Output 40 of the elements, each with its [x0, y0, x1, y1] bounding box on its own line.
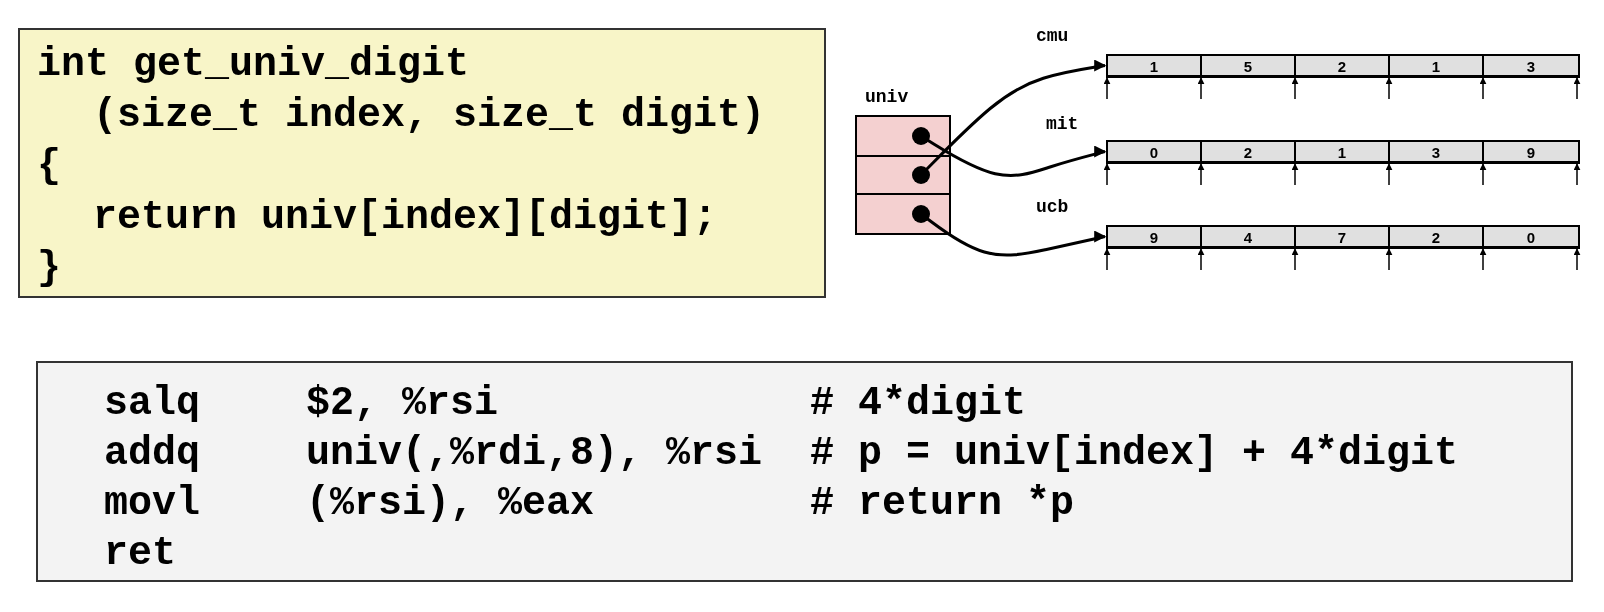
code-comment: # 4*digit [810, 381, 1027, 427]
instruction-mnemonic: addq [104, 431, 200, 477]
array-value: 1 [1337, 144, 1347, 162]
array-value: 7 [1337, 229, 1347, 247]
variable-name: ucb [1036, 197, 1069, 217]
array-value: 9 [1526, 144, 1536, 162]
code-line: int get_univ_digit [37, 42, 470, 88]
array-value: 9 [1149, 229, 1159, 247]
variable-name: univ [865, 87, 909, 107]
instruction-mnemonic: ret [104, 531, 176, 577]
pointer-arrow [912, 205, 1107, 257]
array-value: 2 [1243, 144, 1253, 162]
array-value: 4 [1243, 229, 1253, 247]
pointer-arrow [912, 127, 1107, 177]
code-line: { [37, 144, 61, 190]
instruction-operands: univ(,%rdi,8), %rsi [306, 431, 763, 477]
pointer-cell [855, 193, 951, 235]
array-value: 2 [1431, 229, 1441, 247]
array-value: 1 [1431, 58, 1441, 76]
array-value: 1 [1149, 58, 1159, 76]
pointer-arrow [912, 61, 1107, 184]
array-value: 5 [1243, 58, 1253, 76]
code-line: } [37, 246, 61, 292]
code-box [18, 28, 826, 298]
code-line: (size_t index, size_t digit) [93, 93, 766, 139]
code-comment: # return *p [810, 481, 1075, 527]
instruction-operands: (%rsi), %eax [306, 481, 595, 527]
array-value: 0 [1149, 144, 1159, 162]
variable-name: cmu [1036, 26, 1069, 46]
array-value: 2 [1337, 58, 1347, 76]
array-value: 3 [1526, 58, 1536, 76]
code-line: return univ[index][digit]; [93, 195, 718, 241]
variable-name: mit [1046, 114, 1079, 134]
array-value: 3 [1431, 144, 1441, 162]
instruction-operands: $2, %rsi [306, 381, 499, 427]
instruction-mnemonic: salq [104, 381, 200, 427]
array-value: 0 [1526, 229, 1536, 247]
assembly-box [36, 361, 1573, 582]
code-comment: # p = univ[index] + 4*digit [810, 431, 1459, 477]
instruction-mnemonic: movl [104, 481, 200, 527]
